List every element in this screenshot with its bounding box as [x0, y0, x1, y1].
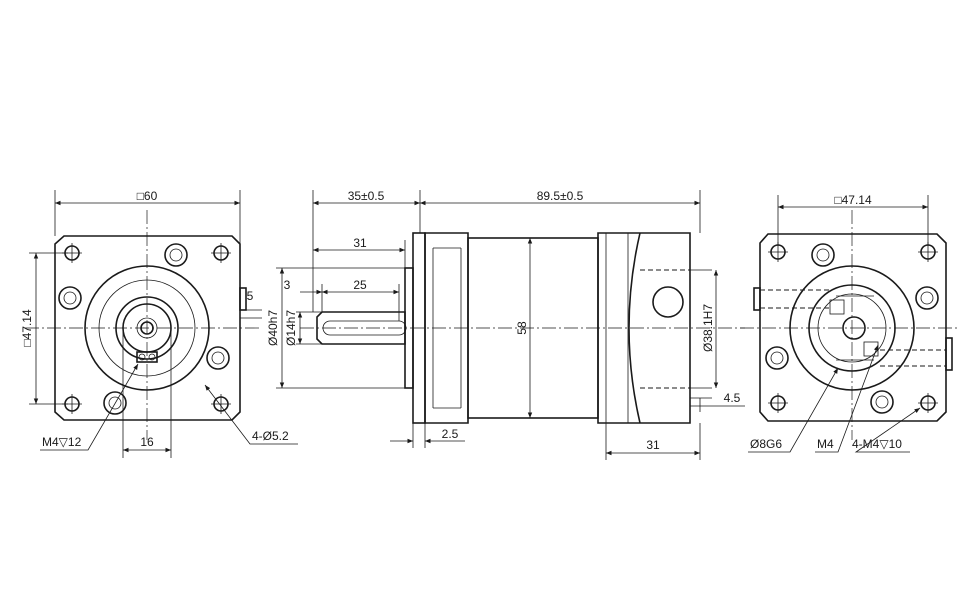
side-view: 35±0.5 89.5±0.5 31 25 3 Ø40h7 Ø14h7 58 Ø… — [266, 189, 745, 460]
leader-rear-bore — [748, 367, 839, 453]
side-bore-label: Ø38.1H7 — [701, 304, 715, 352]
side-flange-label: 35±0.5 — [348, 189, 385, 203]
side-key-offset-label: 3 — [284, 278, 291, 292]
front-corner-holes — [62, 243, 231, 414]
rear-flange-outline — [759, 233, 947, 422]
side-pilot-label: Ø40h7 — [266, 310, 280, 346]
side-access-hole — [652, 286, 684, 318]
rear-input-bore — [842, 316, 866, 340]
front-view: □60 □47.14 5 16 M4▽12 4-Ø5.2 — [20, 189, 298, 458]
rear-bolts — [765, 243, 939, 414]
side-body-label: 89.5±0.5 — [537, 189, 584, 203]
side-shaft-label: Ø14h7 — [284, 310, 298, 346]
side-flange-thk-label: 2.5 — [442, 427, 459, 441]
side-step-label: 4.5 — [724, 391, 741, 405]
side-flange-body — [424, 232, 469, 424]
front-side-tab — [239, 287, 247, 311]
rear-side-tab-right — [945, 337, 953, 371]
side-shaft-len-label: 31 — [353, 236, 367, 250]
side-height-label: 58 — [515, 321, 529, 335]
side-keyway — [322, 320, 407, 336]
leader-rear-m4 — [815, 344, 879, 453]
front-bolts — [58, 243, 230, 415]
side-input-len-label: 31 — [646, 438, 660, 452]
leader-front-m4 — [40, 363, 139, 451]
rear-view: □47.14 Ø8G6 M4 4-M4▽10 — [740, 193, 960, 453]
rear-clamp-screw-a — [829, 299, 845, 315]
front-m4-label: M4▽12 — [42, 435, 82, 449]
front-holes-label: 4-Ø5.2 — [252, 429, 289, 443]
front-16-label: 16 — [140, 435, 154, 449]
leader-rear-holes — [854, 407, 921, 453]
front-pcd-label: □47.14 — [20, 309, 34, 347]
rear-corner-holes — [768, 242, 938, 413]
front-key-hole-a — [138, 353, 146, 361]
leader-front-holes — [204, 384, 298, 445]
side-adapter — [597, 232, 691, 424]
rear-bore-label: Ø8G6 — [750, 437, 782, 451]
rear-m4-label: M4 — [817, 437, 834, 451]
side-key-len-label: 25 — [353, 278, 367, 292]
rear-clamp-screw-b — [863, 341, 879, 357]
rear-pcd-label: □47.14 — [834, 193, 872, 207]
front-key-hole-b — [148, 353, 156, 361]
rear-side-tab-left — [753, 287, 761, 311]
side-adapter-curve — [628, 232, 641, 424]
rear-holes-label: 4-M4▽10 — [852, 437, 902, 451]
front-width-label: □60 — [137, 189, 158, 203]
front-five-label: 5 — [247, 289, 254, 303]
